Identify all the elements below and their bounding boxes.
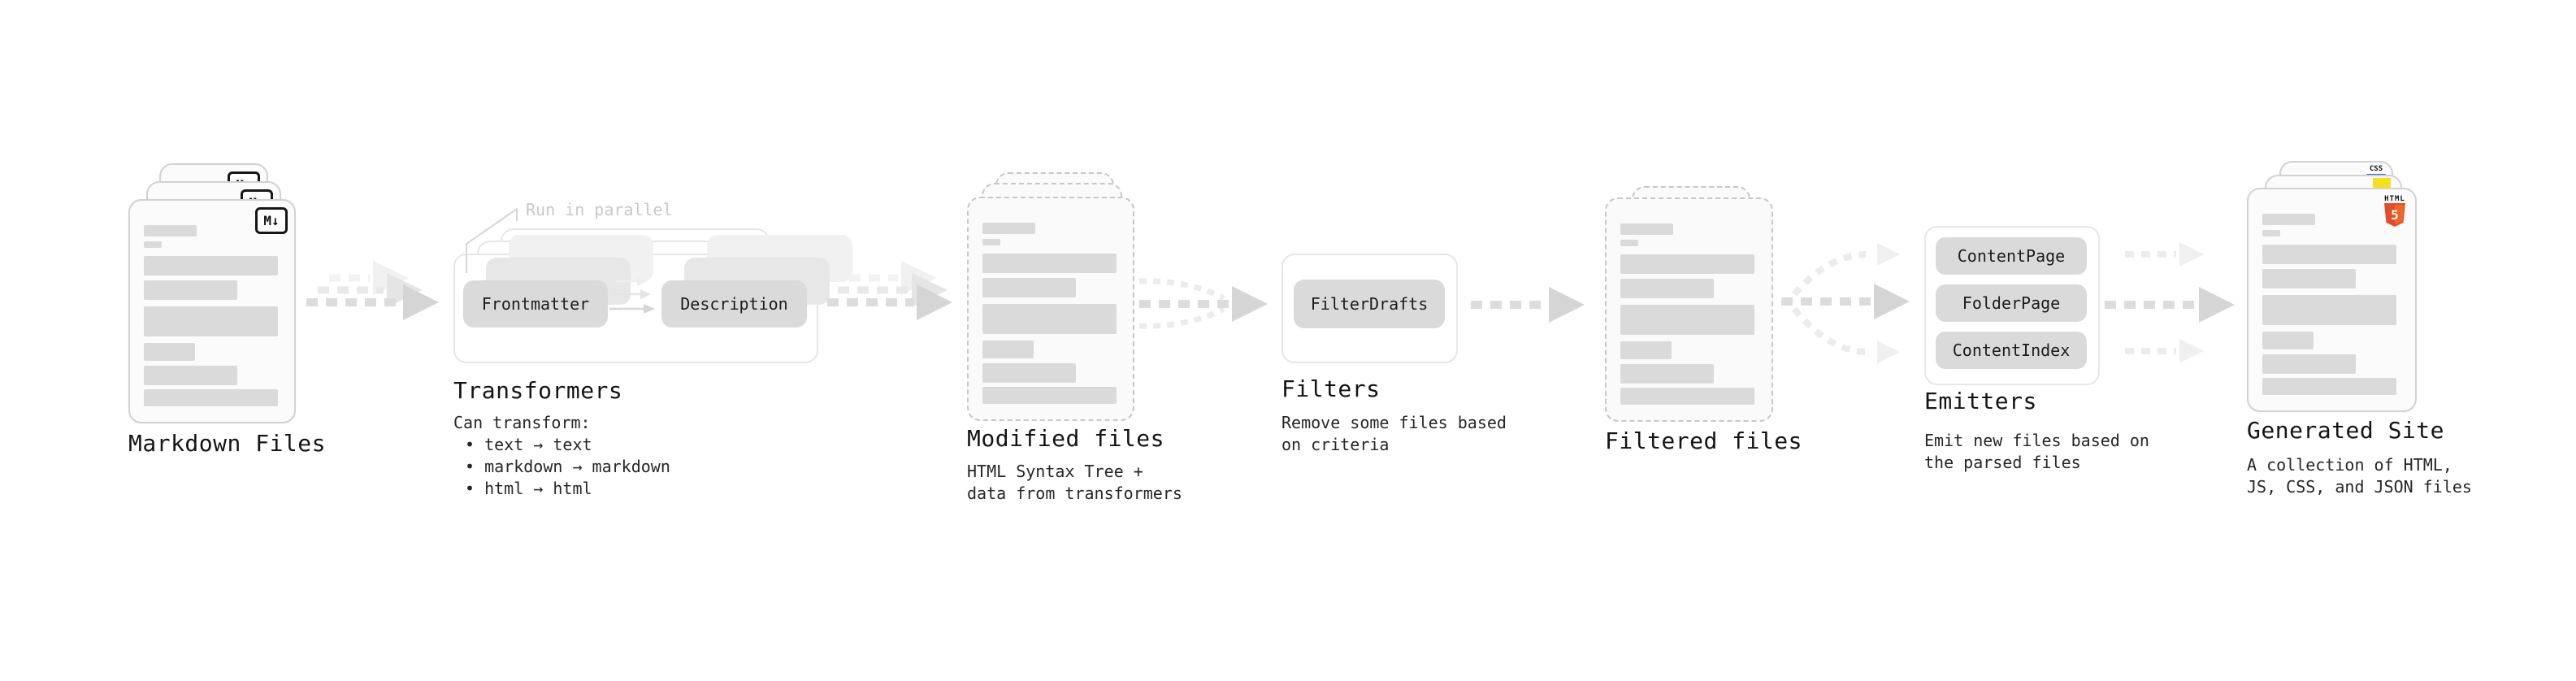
modified-files-label: Modified files (967, 425, 1165, 452)
modified-doc-front (967, 197, 1134, 421)
markdown-files-label: Markdown Files (128, 430, 327, 457)
arrow-markdown-to-transformers (306, 261, 439, 320)
text-line-placeholder (982, 387, 1117, 404)
contentindex-node: ContentIndex (1936, 332, 2087, 369)
javascript-icon (2373, 178, 2391, 189)
filtered-files-label: Filtered files (1605, 427, 1803, 454)
run-in-parallel-note: Run in parallel (526, 200, 673, 219)
svg-text:5: 5 (2391, 207, 2399, 223)
text-line-placeholder (1620, 305, 1754, 335)
arrow-modified-to-filters-converging (1138, 278, 1268, 329)
filters-label: Filters (1281, 375, 1381, 402)
text-line-placeholder (982, 278, 1076, 297)
text-line-placeholder (982, 363, 1076, 383)
text-line-placeholder (1620, 240, 1638, 246)
text-line-placeholder (2262, 332, 2314, 349)
text-line-placeholder (1620, 223, 1673, 235)
text-line-placeholder (144, 389, 278, 406)
text-line-placeholder (2262, 269, 2356, 288)
arrow-filtered-to-emitters-diverging (1781, 243, 1910, 363)
frontmatter-node: Frontmatter (463, 280, 608, 327)
text-line-placeholder (144, 225, 197, 236)
text-line-placeholder (2262, 295, 2396, 325)
transformers-bullet: • markdown → markdown (465, 457, 670, 476)
contentpage-node: ContentPage (1936, 237, 2087, 275)
text-line-placeholder (2262, 230, 2280, 236)
description-node: Description (661, 280, 807, 327)
folderpage-node: FolderPage (1936, 284, 2087, 322)
text-line-placeholder (982, 340, 1034, 358)
text-line-placeholder (2262, 214, 2315, 225)
css-icon-text: CSS (2369, 165, 2383, 173)
filterdrafts-node: FilterDrafts (1294, 280, 1445, 328)
text-line-placeholder (982, 239, 1000, 245)
arrow-filters-to-filtered (1471, 287, 1585, 323)
text-line-placeholder (144, 256, 278, 275)
transformers-bullet: • html → html (465, 479, 592, 498)
filtered-doc-front (1605, 197, 1773, 422)
html5-shield: 5 (2384, 203, 2405, 227)
generated-doc-html: HTML 5 (2247, 188, 2417, 412)
html5-icon-text: HTML (2384, 195, 2405, 203)
text-line-placeholder (144, 366, 237, 385)
arrow-emitters-to-generated (2105, 242, 2235, 363)
text-line-placeholder (982, 254, 1117, 273)
transformers-desc-heading: Can transform: (453, 413, 591, 432)
text-line-placeholder (1620, 279, 1714, 298)
text-line-placeholder (2262, 245, 2396, 264)
modified-files-desc: data from transformers (967, 484, 1182, 503)
filters-desc: Remove some files based (1281, 413, 1507, 432)
emitters-label: Emitters (1924, 388, 2037, 414)
generated-site-desc: A collection of HTML, (2247, 455, 2452, 475)
text-line-placeholder (1620, 341, 1672, 359)
transformers-bullet: • text → text (465, 435, 592, 454)
text-line-placeholder (982, 223, 1035, 234)
text-line-placeholder (982, 304, 1117, 334)
emitters-desc: Emit new files based on (1924, 431, 2149, 450)
text-line-placeholder (1620, 254, 1754, 274)
transformers-label: Transformers (453, 377, 623, 404)
text-line-placeholder (144, 280, 237, 300)
markdown-doc-front: M↓ (128, 199, 296, 423)
emitters-desc: the parsed files (1924, 453, 2081, 472)
modified-files-desc: HTML Syntax Tree + (967, 462, 1143, 481)
text-line-placeholder (1620, 388, 1754, 405)
text-line-placeholder (144, 241, 162, 248)
generated-site-desc: JS, CSS, and JSON files (2247, 477, 2472, 497)
text-line-placeholder (144, 306, 278, 336)
text-line-placeholder (144, 343, 195, 361)
text-line-placeholder (2262, 378, 2396, 395)
text-line-placeholder (1620, 364, 1714, 384)
text-line-placeholder (2262, 354, 2356, 374)
filters-desc: on criteria (1281, 435, 1390, 454)
generated-site-label: Generated Site (2247, 417, 2445, 444)
html5-icon: HTML 5 (2383, 195, 2406, 231)
markdown-icon: M↓ (255, 207, 288, 234)
